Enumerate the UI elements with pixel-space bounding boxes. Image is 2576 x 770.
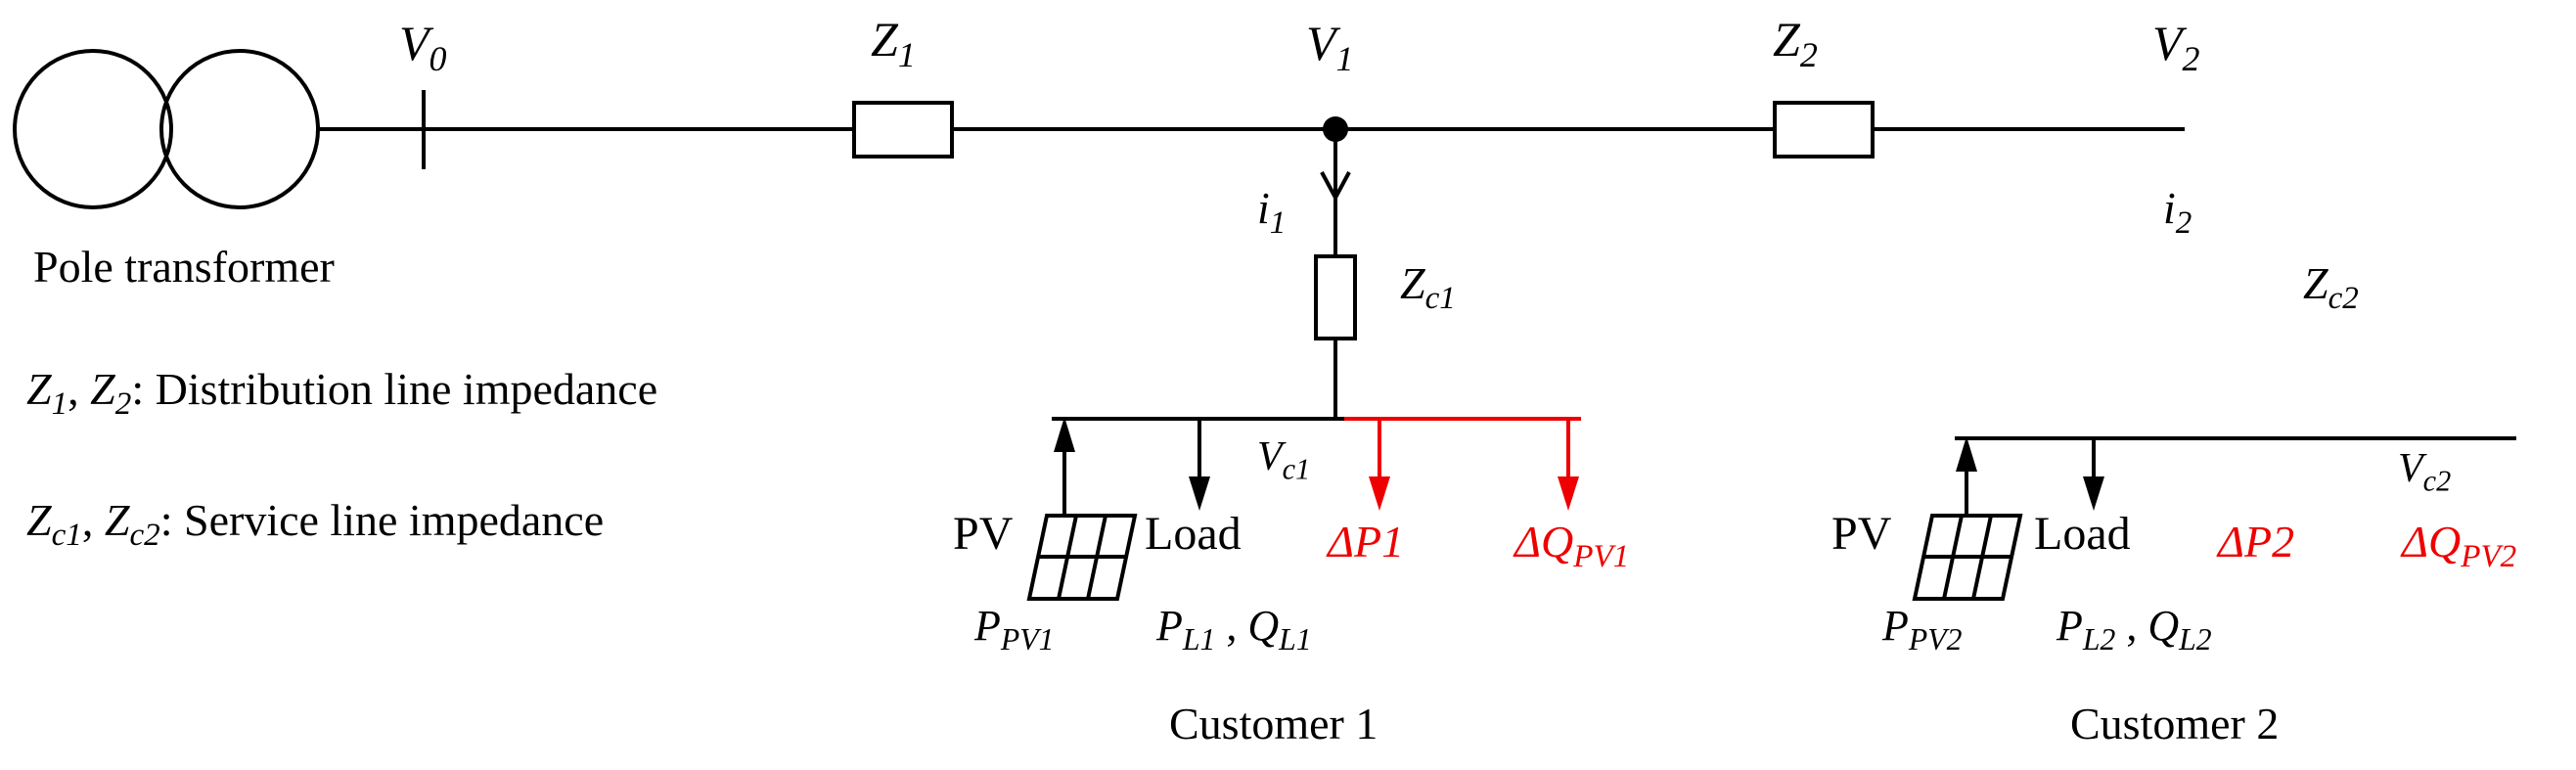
zc1-impedance-box — [1314, 254, 1357, 340]
customer1-load-power-label: PL1 , QL1 — [1156, 602, 1312, 657]
legend-distribution-line-impedance: Z1, Z2: Distribution line impedance — [26, 364, 658, 423]
pv1-panel-icon — [1026, 514, 1138, 601]
customer2-load-power-label: PL2 , QL2 — [2056, 602, 2212, 657]
vc1-label: Vc1 — [1257, 434, 1311, 486]
z2-impedance-box — [1773, 101, 1875, 159]
v2-label: V2 — [2152, 16, 2200, 78]
i2-label: i2 — [2163, 183, 2192, 242]
delta-p1-arrow-head — [1369, 476, 1390, 511]
i1-label: i1 — [1257, 183, 1287, 242]
pv1-injection-arrow-head — [1054, 417, 1075, 452]
customer2-pv-power-label: PPV2 — [1882, 602, 1963, 657]
pv2-panel-grid-lines — [1923, 515, 2011, 600]
transformer-coil-right — [159, 49, 320, 209]
z2-label: Z2 — [1773, 12, 1818, 74]
pv2-injection-arrow-head — [1956, 436, 1977, 472]
customer2-title: Customer 2 — [2070, 699, 2280, 748]
z1-impedance-box — [852, 101, 954, 159]
z1-label: Z1 — [871, 12, 916, 74]
customer1-delta-p-label: ΔP1 — [1328, 517, 1405, 566]
vc2-label: Vc2 — [2398, 446, 2452, 498]
legend-service-line-impedance: Zc1, Zc2: Service line impedance — [26, 495, 605, 554]
transformer-coil-left — [13, 49, 173, 209]
pv2-panel-icon — [1912, 514, 2023, 601]
zc1-label: Zc1 — [1400, 258, 1456, 317]
customer2-load-label: Load — [2034, 508, 2131, 560]
customer1-pv-power-label: PPV1 — [974, 602, 1055, 657]
current-direction-arrow-i1 — [1320, 171, 1351, 203]
v1-label: V1 — [1306, 16, 1354, 78]
customer1-title: Customer 1 — [1169, 699, 1378, 748]
v0-label: V0 — [399, 16, 447, 78]
pv1-panel-grid-lines — [1038, 515, 1126, 600]
load1-arrow-head — [1189, 476, 1210, 511]
customer2-delta-p-label: ΔP2 — [2218, 517, 2295, 566]
delta-qpv1-arrow-head — [1558, 476, 1579, 511]
customer1-pv-label: PV — [953, 508, 1014, 560]
pole-transformer-symbol — [13, 49, 320, 209]
zc2-label: Zc2 — [2303, 258, 2359, 317]
customer1-load-label: Load — [1145, 508, 1242, 560]
customer2-delta-q-label: ΔQPV2 — [2402, 517, 2517, 575]
customer2-pv-label: PV — [1831, 508, 1892, 560]
customer1-delta-q-label: ΔQPV1 — [1514, 517, 1630, 575]
pole-transformer-label: Pole transformer — [33, 242, 335, 292]
load2-arrow-head — [2083, 476, 2104, 511]
